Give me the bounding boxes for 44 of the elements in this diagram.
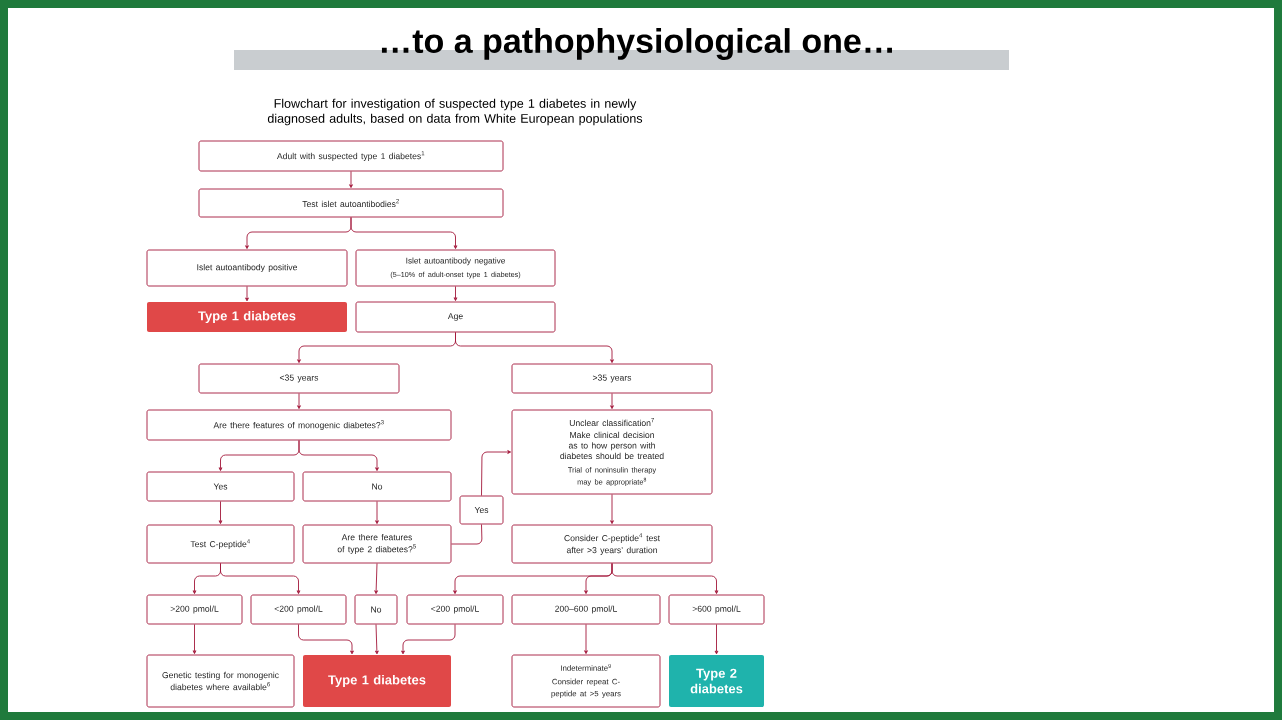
flowchart-box: >600 pmol/L <box>668 594 765 625</box>
flowchart-box: Yes <box>459 495 504 525</box>
arrow <box>297 393 301 410</box>
slide-title: …to a pathophysiological one… <box>234 28 1009 70</box>
outcome-box: Type 2 diabetes <box>669 655 764 707</box>
arrow <box>350 217 458 250</box>
arrow <box>220 563 301 595</box>
arrow <box>453 286 458 302</box>
arrow <box>611 563 719 595</box>
flowchart-box: >200 pmol/L <box>146 594 243 625</box>
arrow <box>349 171 353 189</box>
flowchart-box: Adult with suspected type 1 diabetes$^{1}$ <box>198 140 504 172</box>
flowchart-box: Age <box>355 301 556 333</box>
arrow <box>610 393 614 410</box>
arrow <box>298 440 379 472</box>
arrow <box>455 332 614 364</box>
flowchart-box: No <box>302 471 452 502</box>
flowchart-box: >35 years <box>511 363 713 394</box>
flowchart-box: Consider C-peptide$^{4}$ test after >3 years’ duration <box>511 524 713 564</box>
arrow <box>192 624 197 655</box>
flowchart-box: <35 years <box>198 363 400 394</box>
flowchart-box: Test C-peptide$^{4}$ <box>146 524 295 564</box>
flowchart-box: Yes <box>146 471 295 502</box>
arrow <box>610 494 614 525</box>
arrow <box>374 563 378 595</box>
flowchart-box: Test islet autoantibodies$^{2}$ <box>198 188 504 218</box>
arrow <box>375 501 379 525</box>
arrow <box>584 624 588 655</box>
flowchart-box: <200 pmol/L <box>250 594 347 625</box>
arrow <box>714 624 719 655</box>
outcome-box: Type 1 diabetes <box>147 302 347 332</box>
arrow <box>481 450 512 496</box>
flowchart-box: Are there features of type 2 diabetes?$^{5}$ <box>302 524 452 564</box>
arrow <box>375 624 379 655</box>
flowchart-box: No <box>354 594 398 625</box>
flowchart-box: 200–600 pmol/L <box>511 594 661 625</box>
flowchart-box: <200 pmol/L <box>406 594 504 625</box>
flowchart-box: Islet autoantibody positive <box>146 249 348 287</box>
arrow <box>245 286 249 302</box>
flowchart-box: Are there features of monogenic diabetes?$^{3}$ <box>146 409 452 441</box>
flowchart-heading: Flowchart for investigation of suspected type 1 diabetes in newly diagnosed adults, based on data from White European populations <box>267 98 643 126</box>
flowchart-box: Genetic testing for monogenic diabetes where available$^{6}$ <box>146 654 295 708</box>
outcome-box: Type 1 diabetes <box>303 655 451 707</box>
arrow <box>218 501 223 525</box>
